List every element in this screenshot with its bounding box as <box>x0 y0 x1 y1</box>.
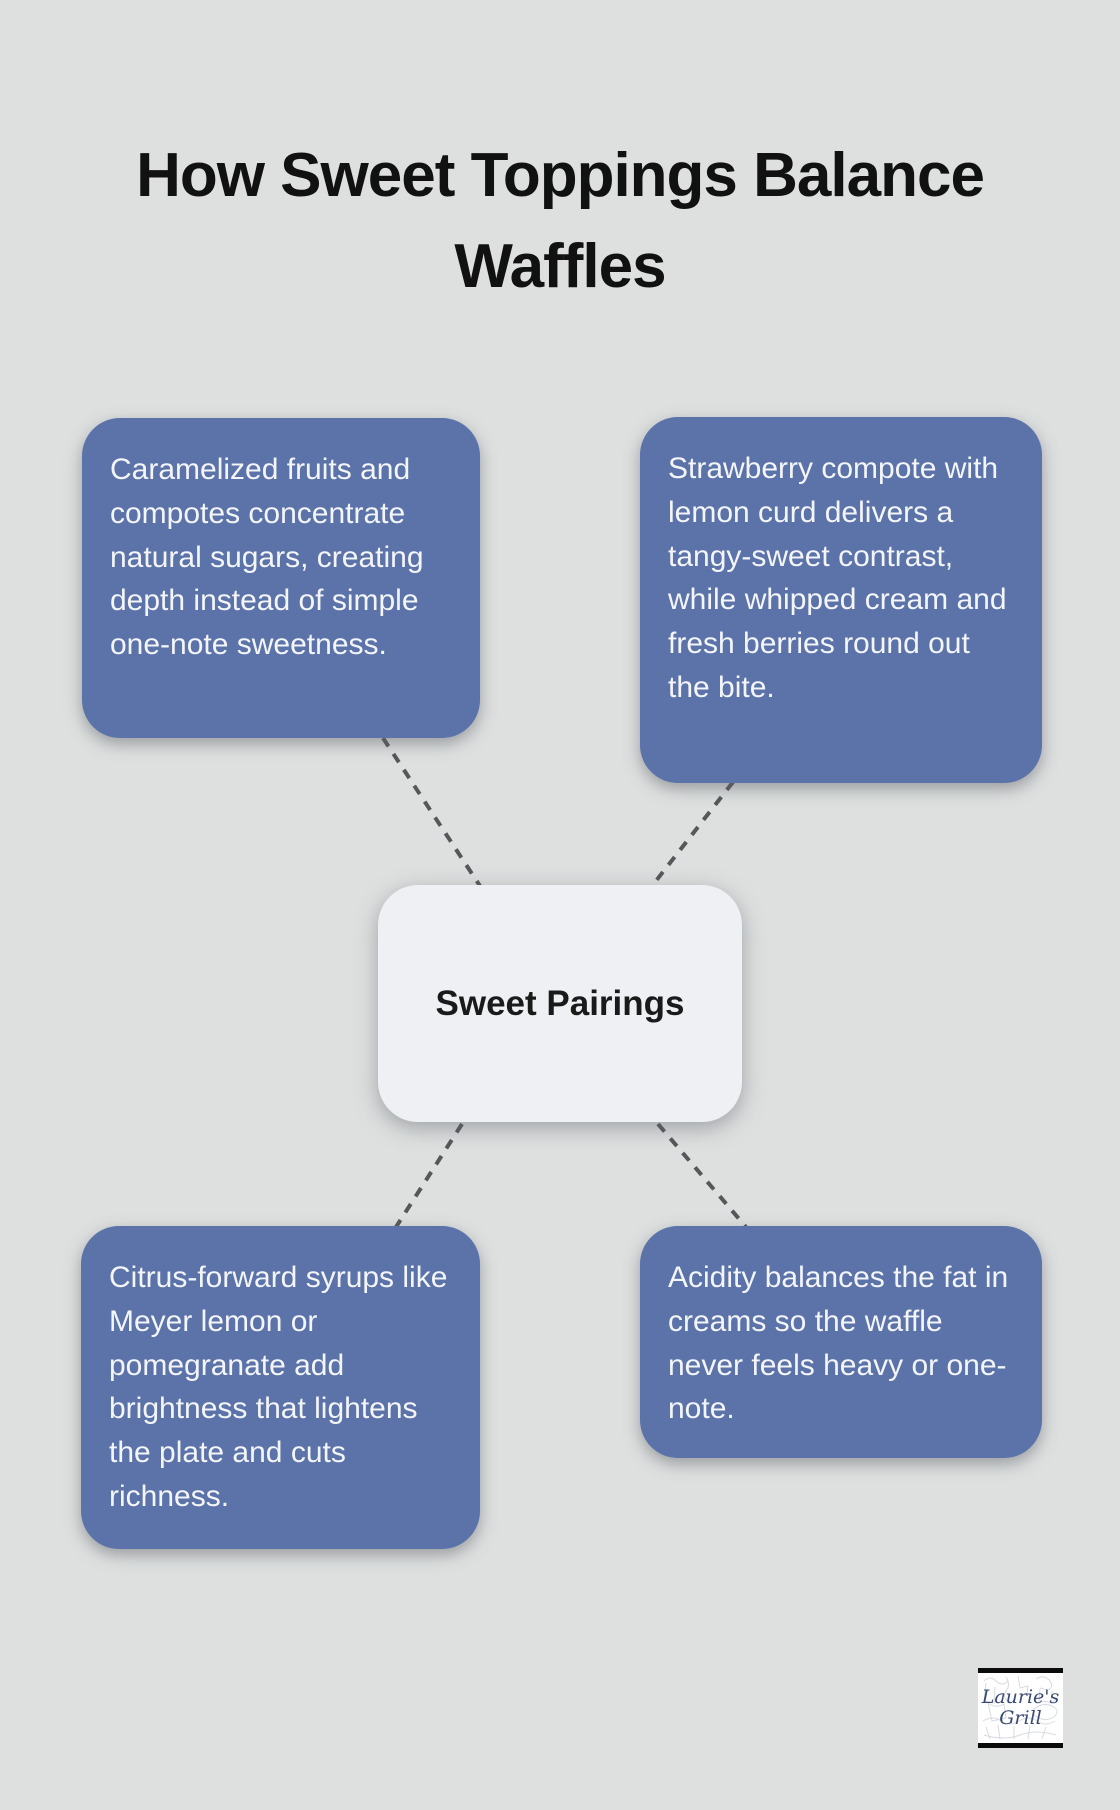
connector-line-top-right <box>650 780 735 888</box>
topic-node-top-left: Caramelized fruits and compotes concentr… <box>82 418 480 738</box>
connector-line-bottom-left <box>394 1122 464 1229</box>
topic-node-bottom-left: Citrus-forward syrups like Meyer lemon o… <box>81 1226 480 1549</box>
brand-wordmark: Laurie's Grill <box>982 1687 1060 1729</box>
connector-line-bottom-right <box>656 1122 748 1229</box>
page-title: How Sweet Toppings Balance Waffles <box>136 140 985 302</box>
connector-line-top-left <box>381 736 482 888</box>
brand-name-line2: Grill <box>999 1707 1042 1729</box>
topic-node-text: Caramelized fruits and compotes concentr… <box>110 453 424 662</box>
topic-node-text: Acidity balances the fat in creams so th… <box>668 1261 1009 1426</box>
restaurant-sketch-icon <box>982 1675 1059 1740</box>
center-node: Sweet Pairings <box>378 885 742 1122</box>
topic-node-text: Strawberry compote with lemon curd deliv… <box>668 452 1007 704</box>
brand-name-line1: Laurie's <box>981 1686 1060 1709</box>
topic-node-text: Citrus-forward syrups like Meyer lemon o… <box>109 1261 448 1513</box>
topic-node-bottom-right: Acidity balances the fat in creams so th… <box>640 1226 1042 1458</box>
center-node-label: Sweet Pairings <box>435 983 685 1023</box>
brand-logo: Laurie's Grill <box>978 1668 1063 1748</box>
topic-node-top-right: Strawberry compote with lemon curd deliv… <box>640 417 1042 783</box>
